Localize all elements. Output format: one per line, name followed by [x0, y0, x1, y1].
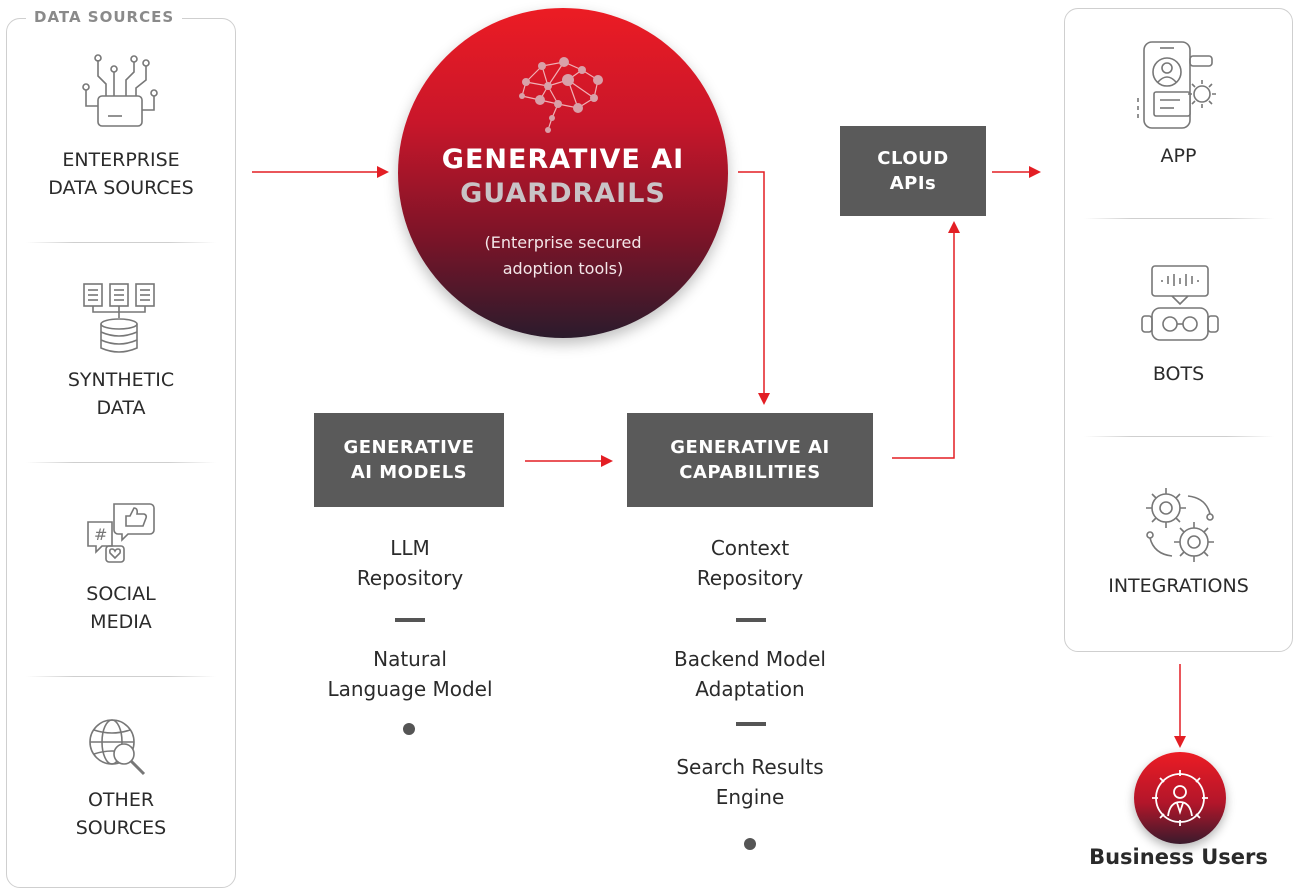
source-divider	[26, 242, 216, 243]
brain-network-icon	[508, 52, 612, 138]
arrow-capabilities-to-cloud	[892, 221, 960, 459]
guardrails-title: GENERATIVE AI GUARDRAILS	[441, 144, 685, 209]
circuit-chip-icon	[78, 50, 162, 138]
database-documents-icon	[80, 280, 160, 360]
source-label-synthetic: SYNTHETIC DATA	[67, 369, 175, 419]
cloud-apis-box: CLOUD APIs	[840, 126, 986, 216]
item-separator	[736, 722, 766, 726]
item-separator	[395, 618, 425, 622]
source-label-other: OTHER SOURCES	[75, 789, 167, 839]
output-label-app: APP	[1160, 145, 1197, 167]
gears-icon	[1138, 484, 1222, 572]
user-gear-icon	[1148, 766, 1212, 834]
svg-text:#: #	[94, 525, 107, 544]
output-divider	[1084, 218, 1274, 219]
capabilities-item-search: Search Results Engine	[676, 755, 824, 809]
item-separator	[736, 618, 766, 622]
source-label-social: SOCIAL MEDIA	[86, 583, 156, 633]
source-divider	[26, 676, 216, 677]
list-end-dot	[744, 838, 756, 850]
source-divider	[26, 462, 216, 463]
business-users-label: Business Users	[1089, 845, 1268, 869]
list-end-dot	[403, 723, 415, 735]
models-item-llm: LLM Repository	[356, 536, 464, 590]
capabilities-box: GENERATIVE AI CAPABILITIES	[627, 413, 873, 507]
output-label-bots: BOTS	[1152, 363, 1205, 385]
models-box: GENERATIVE AI MODELS	[314, 413, 504, 507]
mobile-app-icon	[1134, 38, 1224, 138]
arrow-guardrails-to-capabilities	[738, 171, 770, 405]
globe-search-icon	[86, 716, 152, 786]
models-item-nlm: Natural Language Model	[327, 647, 493, 701]
capabilities-item-context: Context Repository	[696, 536, 804, 590]
capabilities-item-backend: Backend Model Adaptation	[674, 647, 826, 701]
output-label-integrations: INTEGRATIONS	[1108, 575, 1249, 597]
output-divider	[1084, 436, 1274, 437]
source-label-enterprise: ENTERPRISE DATA SOURCES	[48, 149, 194, 199]
social-chat-icon: #	[84, 500, 158, 576]
data-sources-legend: DATA SOURCES	[26, 8, 183, 26]
guardrails-subtitle: (Enterprise secured adoption tools)	[484, 233, 642, 278]
robot-icon	[1140, 262, 1220, 348]
